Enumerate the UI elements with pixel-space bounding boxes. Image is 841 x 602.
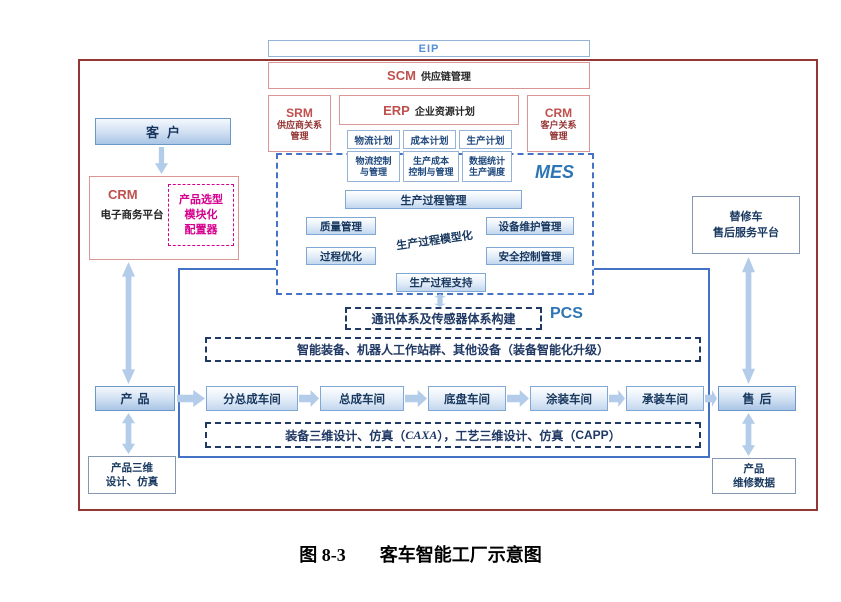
- erp-ctrl-data-line2: 生产调度: [468, 166, 505, 177]
- workshop-final: 承装车间: [626, 386, 704, 411]
- service-platform-line2: 售后服务平台: [713, 227, 779, 239]
- mes-equip-maint: 设备维护管理: [486, 217, 574, 235]
- erp-plan-logistics: 物流计划: [347, 130, 400, 149]
- mes-support: 生产过程支持: [396, 273, 486, 292]
- outer-frame: [78, 59, 818, 511]
- product-to-design-arrow-icon: [122, 413, 135, 454]
- figure-caption: 图 8-3 客车智能工厂示意图: [0, 541, 841, 567]
- erp-plan-production: 生产计划: [459, 130, 512, 149]
- aftersales-box: 售后: [718, 386, 796, 411]
- crm-top-label-line1: 客户关系: [540, 119, 577, 130]
- srm-label-line1: 供应商关系: [276, 119, 322, 130]
- erp-ctrl-data-line1: 数据统计: [468, 155, 505, 166]
- mes-process-mgmt: 生产过程管理: [345, 190, 522, 209]
- pcs-label: PCS: [550, 305, 583, 322]
- figure-number: 图 8-3: [299, 545, 346, 565]
- erp-ctrl-cost-line1: 生产成本: [412, 155, 449, 166]
- erp-ctrl-data: 数据统计 生产调度: [462, 151, 512, 182]
- pcs-design-box: 装备三维设计、仿真（CAXA），工艺三维设计、仿真（CAPP）: [205, 422, 701, 448]
- caxa-label: CAXA: [405, 427, 438, 442]
- product-box: 产品: [95, 386, 175, 411]
- mes-optimization: 过程优化: [306, 247, 376, 265]
- pcs-comm-box: 通讯体系及传感器体系构建: [345, 307, 542, 330]
- configurator-line3: 配置器: [184, 223, 218, 236]
- service-platform-line1: 替修车: [729, 211, 763, 223]
- erp-ctrl-logistics-line2: 与管理: [359, 166, 387, 177]
- workshop-chassis: 底盘车间: [428, 386, 506, 411]
- product-design-line1: 产品三维: [111, 462, 153, 474]
- erp-ctrl-cost: 生产成本 控制与管理: [403, 151, 459, 182]
- design-text-part2: ），工艺三维设计、仿真（: [437, 428, 576, 443]
- figure-title: 客车智能工厂示意图: [379, 545, 542, 565]
- workshop-painting: 涂装车间: [530, 386, 608, 411]
- design-text-part3: ）: [608, 428, 621, 443]
- erp-plan-cost: 成本计划: [403, 130, 456, 149]
- eip-bar: EIP: [268, 40, 590, 57]
- repair-data-box: 产品 维修数据: [712, 458, 796, 494]
- workshop-subassembly: 分总成车间: [206, 386, 298, 411]
- crm-top-box: CRM 客户关系 管理: [527, 95, 590, 152]
- workshop-assembly: 总成车间: [320, 386, 404, 411]
- erp-ctrl-logistics-line1: 物流控制: [355, 155, 392, 166]
- srm-box: SRM 供应商关系 管理: [268, 95, 331, 152]
- eip-label: EIP: [418, 42, 440, 55]
- mes-quality: 质量管理: [306, 217, 376, 235]
- scm-abbr: SCM: [387, 68, 416, 83]
- configurator-line1: 产品选型: [179, 193, 223, 206]
- pcs-smart-box: 智能装备、机器人工作站群、其他设备（装备智能化升级）: [205, 337, 701, 362]
- configurator-line2: 模块化: [184, 208, 218, 221]
- product-configurator-box: 产品选型 模块化 配置器: [168, 184, 234, 246]
- scm-label: 供应链管理: [420, 72, 471, 83]
- repairdata-to-aftersales-arrow-icon: [742, 413, 755, 456]
- scm-bar: SCM 供应链管理: [268, 62, 590, 89]
- crm-top-label-line2: 管理: [549, 130, 568, 141]
- customer-box: 客户: [95, 118, 231, 145]
- design-text-part1: 装备三维设计、仿真（: [285, 428, 406, 443]
- capp-label: CAPP: [575, 428, 609, 442]
- crm-ecommerce-box: CRM 电子商务平台 产品选型 模块化 配置器: [89, 176, 239, 260]
- service-platform-box: 替修车 售后服务平台: [692, 196, 800, 254]
- crm-ecommerce-abbr: CRM: [108, 187, 138, 202]
- erp-label: 企业资源计划: [414, 106, 475, 118]
- erp-ctrl-cost-line2: 控制与管理: [408, 166, 454, 177]
- erp-abbr: ERP: [383, 102, 410, 118]
- product-design-line2: 设计、仿真: [105, 476, 159, 488]
- product-design-box: 产品三维 设计、仿真: [88, 456, 176, 494]
- srm-abbr: SRM: [286, 105, 313, 120]
- mes-safety: 安全控制管理: [486, 247, 574, 265]
- repair-data-line2: 维修数据: [733, 477, 775, 489]
- crm-top-abbr: CRM: [544, 105, 573, 120]
- srm-label-line2: 管理: [290, 130, 309, 141]
- mes-to-pcs-arrow-icon: [434, 294, 446, 307]
- crm-ecommerce-label: 电子商务平台: [100, 209, 164, 221]
- repair-data-line1: 产品: [743, 463, 765, 475]
- erp-ctrl-logistics: 物流控制 与管理: [347, 151, 400, 182]
- erp-box: ERP 企业资源计划: [339, 95, 519, 125]
- mes-label: MES: [535, 162, 575, 182]
